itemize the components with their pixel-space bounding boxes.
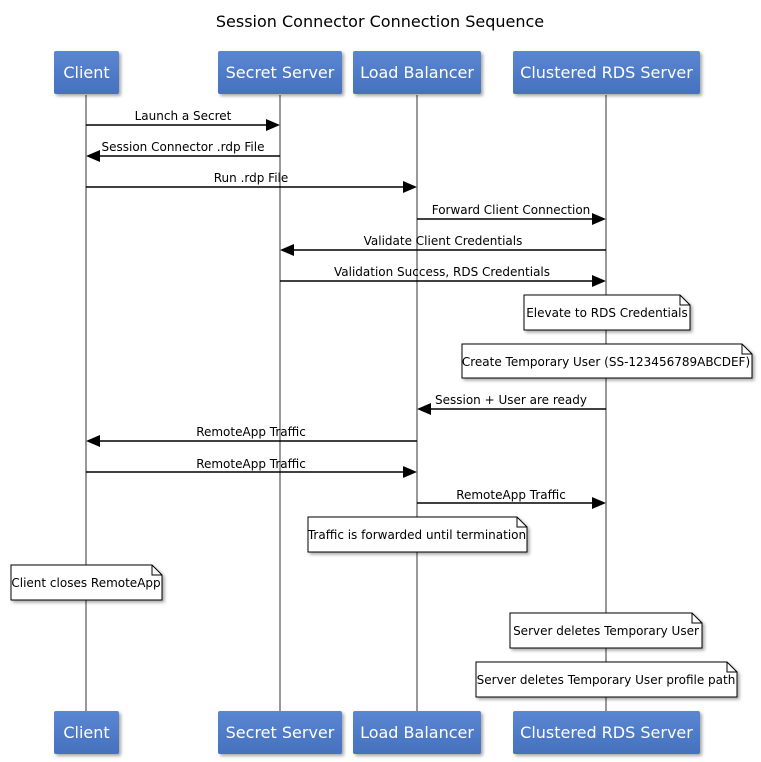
actor-label: Secret Server [226,63,335,82]
actor-label: Client [63,723,109,742]
message-label: Validate Client Credentials [364,234,523,248]
actor-label: Clustered RDS Server [520,63,693,82]
message-label: Run .rdp File [214,171,289,185]
actor-label: Client [63,63,109,82]
note-server-deletes-profile: Server deletes Temporary User profile pa… [475,661,738,698]
message-forward-client-connection: Forward Client Connection [417,203,606,225]
note-label: Server deletes Temporary User profile pa… [477,673,736,687]
note-label: Client closes RemoteApp [11,576,160,590]
note-create-temporary-user: Create Temporary User (SS-123456789ABCDE… [461,343,753,379]
message-label: Validation Success, RDS Credentials [334,265,550,279]
message-label: Forward Client Connection [432,203,591,217]
actor-clustered-rds-server-top: Clustered RDS Server [513,51,700,94]
diagram-title: Session Connector Connection Sequence [216,12,544,31]
message-label: RemoteApp Traffic [196,457,306,471]
actor-client-bottom: Client [54,711,119,754]
message-label: RemoteApp Traffic [456,488,566,502]
message-label: RemoteApp Traffic [196,425,306,439]
actor-load-balancer-bottom: Load Balancer [353,711,481,754]
message-remoteapp-traffic-to-lb: RemoteApp Traffic [86,457,417,478]
note-elevate-credentials: Elevate to RDS Credentials [523,294,691,331]
message-label: Session + User are ready [435,393,587,407]
note-client-closes: Client closes RemoteApp [10,564,163,601]
actor-client-top: Client [54,51,119,94]
actor-label: Load Balancer [360,723,474,742]
lifelines [85,95,607,712]
actor-label: Secret Server [226,723,335,742]
actor-secret-server-top: Secret Server [218,51,342,94]
actor-clustered-rds-server-bottom: Clustered RDS Server [513,711,700,754]
message-validation-success: Validation Success, RDS Credentials [280,265,606,287]
message-validate-client-credentials: Validate Client Credentials [280,234,606,256]
actor-secret-server-bottom: Secret Server [218,711,342,754]
note-label: Server deletes Temporary User [513,624,699,638]
message-label: Session Connector .rdp File [102,140,265,154]
message-session-connector-rdp-file: Session Connector .rdp File [86,140,280,162]
note-label: Traffic is forwarded until termination [307,528,526,542]
note-traffic-forwarded: Traffic is forwarded until termination [307,516,528,553]
note-label: Create Temporary User (SS-123456789ABCDE… [462,355,750,369]
message-remoteapp-traffic-to-rds: RemoteApp Traffic [417,488,606,509]
message-remoteapp-traffic-to-client: RemoteApp Traffic [86,425,417,447]
message-run-rdp-file: Run .rdp File [86,171,417,193]
note-label: Elevate to RDS Credentials [526,306,688,320]
message-session-user-ready: Session + User are ready [417,393,606,415]
actor-label: Clustered RDS Server [520,723,693,742]
message-launch-secret: Launch a Secret [86,109,280,131]
message-label: Launch a Secret [135,109,232,123]
actor-label: Load Balancer [360,63,474,82]
note-server-deletes-user: Server deletes Temporary User [509,612,703,649]
actor-load-balancer-top: Load Balancer [353,51,481,94]
